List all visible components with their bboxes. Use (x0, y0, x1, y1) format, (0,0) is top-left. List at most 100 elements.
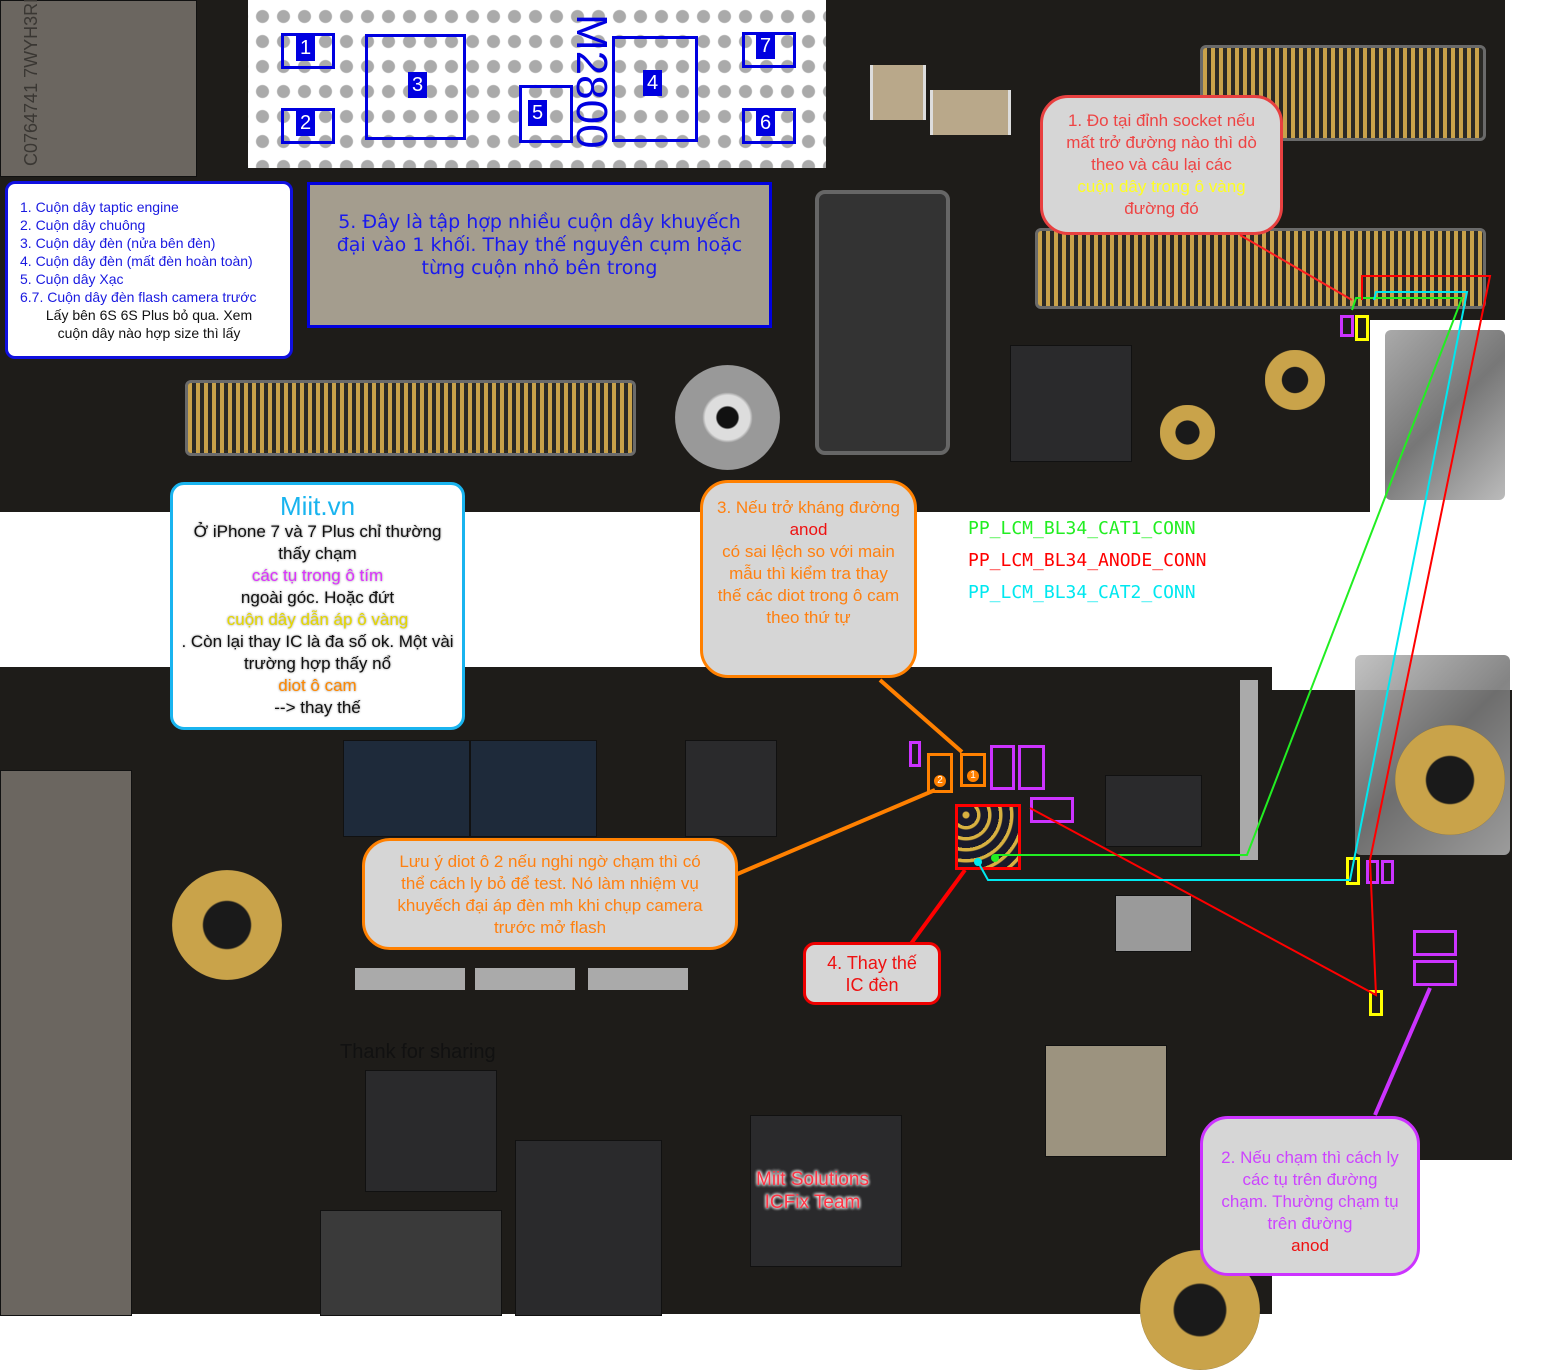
watermark-line: ICFix Team (764, 1192, 861, 1213)
chip (1115, 895, 1192, 952)
block5-note: 5. Đây là tập hợp nhiều cuộn dây khuyếch… (307, 182, 772, 328)
coil-number-3: 3 (408, 72, 428, 98)
coil-box-1 (281, 33, 335, 69)
miit-text: --> thay thế (274, 698, 361, 717)
coil-box-yellow (1355, 315, 1369, 341)
screw-standoff (675, 365, 780, 470)
callout-isolate-caps: 2. Nếu chạm thì cách ly các tụ trên đườn… (1200, 1116, 1420, 1276)
coil-box-6 (742, 108, 796, 144)
capacitor-box-purple (1413, 930, 1457, 956)
callout-replace-ic: 4. Thay thế IC đèn (803, 942, 941, 1005)
coil-box-2 (281, 108, 335, 144)
battery-connector (815, 190, 950, 455)
shield-strip (588, 968, 688, 990)
metal-bracket-top (1385, 330, 1505, 500)
probe-point (991, 854, 999, 862)
diode-box-1 (960, 753, 986, 787)
chip (1010, 345, 1132, 462)
shield-strip (355, 968, 465, 990)
miit-text-purple: các tụ trong ô tím (251, 566, 384, 585)
trace-anode (1029, 275, 1492, 997)
capacitor-box-purple (1340, 315, 1354, 337)
chip (320, 1210, 502, 1316)
callout-text: đường đó (1124, 199, 1199, 218)
coil-number-7: 7 (756, 33, 776, 59)
capacitor-box-purple (1366, 860, 1379, 884)
capacitor-box-purple (1413, 960, 1457, 986)
watermark-line: Miit Solutions (756, 1169, 869, 1190)
legend-item: 5. Cuộn dây Xạc (20, 271, 124, 287)
coil-box-5 (519, 85, 573, 143)
inductor (870, 65, 926, 120)
legend-item: 6.7. Cuộn dây đèn flash camera trước (20, 289, 257, 305)
coil-box-3 (365, 34, 466, 140)
capacitor-box-purple (909, 741, 921, 767)
chip-left-edge: C0764741 7WYH3RP (0, 0, 197, 177)
callout-text-anod: anod (1291, 1236, 1329, 1255)
coil-number-5: 5 (528, 100, 548, 126)
faint-thanks-text: Thank for sharing (340, 1041, 496, 1063)
led-driver-ic (955, 804, 1021, 870)
callout-text: 2. Nếu chạm thì cách ly các tụ trên đườn… (1221, 1148, 1399, 1233)
coax-connector (1160, 405, 1215, 460)
shield-strip (1240, 680, 1258, 860)
chip (0, 770, 132, 1316)
legend-item: 1. Cuộn dây taptic engine (20, 199, 179, 215)
diode-label-2: 2 (934, 775, 946, 787)
chip (685, 740, 777, 837)
chip (515, 1140, 662, 1316)
miit-note: Miit.vn Ở iPhone 7 và 7 Plus chỉ thường … (170, 482, 465, 730)
pointer-callout3 (878, 678, 964, 754)
chip (750, 1115, 902, 1267)
legend-item: 3. Cuộn dây đèn (nửa bên đèn) (20, 235, 216, 251)
board-connector (1035, 228, 1486, 309)
coil-box-yellow (1346, 857, 1360, 885)
miit-title: Miit.vn (279, 491, 356, 521)
legend-note: Lấy bên 6S 6S Plus bỏ qua. Xem (45, 307, 253, 323)
diode-box-2 (927, 753, 953, 793)
pointer-ic (908, 868, 967, 947)
capacitor-box-purple (1018, 745, 1045, 790)
chip (365, 1070, 497, 1192)
pointer-callout2 (1373, 987, 1432, 1116)
net-label-anode: PP_LCM_BL34_ANODE_CONN (968, 550, 1207, 571)
miit-text-orange: diot ô cam (278, 676, 357, 695)
chip (1045, 1045, 1167, 1157)
miit-text: Ở iPhone 7 và 7 Plus chỉ thường thấy chạ… (193, 522, 442, 563)
trace-cat1 (995, 297, 1464, 856)
legend-item: 2. Cuộn dây chuông (20, 217, 146, 233)
trace-cat2 (977, 291, 1469, 881)
coil-number-2: 2 (296, 110, 316, 136)
board-connector (185, 380, 636, 456)
capacitor-box-purple (1381, 860, 1394, 884)
probe-point (974, 858, 982, 866)
pointer-diode (734, 788, 936, 877)
shield-strip (475, 968, 575, 990)
coil-number-1: 1 (296, 35, 316, 61)
net-label-cat2: PP_LCM_BL34_CAT2_CONN (968, 582, 1196, 603)
inductor (930, 90, 1011, 135)
coax-connector (1265, 350, 1325, 410)
callout-anode-diodes: 3. Nếu trở kháng đường anod có sai lệch … (700, 480, 917, 678)
chip (343, 740, 470, 837)
miit-text-yellow: cuộn dây dẫn áp ô vàng (226, 610, 409, 629)
capacitor-box-purple (990, 745, 1015, 790)
coil-number-6: 6 (756, 110, 776, 136)
trace-overlay (734, 234, 1492, 1116)
gold-mount-hole (1395, 725, 1505, 835)
callout-diode-2: Lưu ý diot ô 2 nếu nghi ngờ chạm thì có … (362, 838, 738, 950)
chip (1105, 775, 1202, 847)
callout-text-anod: anod (789, 520, 828, 539)
pointer-callout1 (1239, 234, 1353, 301)
chip (470, 740, 597, 837)
diode-label-1: 1 (967, 770, 979, 782)
miit-text: . Còn lại thay IC là đa số ok. Một vài t… (181, 632, 454, 673)
callout-text: có sai lệch so với main mẫu thì kiểm tra… (717, 542, 900, 627)
callout-text-yellow: cuộn dây trong ô vàng (1077, 177, 1246, 196)
gold-mount-hole (172, 870, 282, 980)
callout-text: 3. Nếu trở kháng đường (717, 498, 900, 517)
coil-box-4 (612, 36, 698, 142)
coil-number-4: 4 (643, 70, 663, 96)
net-label-cat1: PP_LCM_BL34_CAT1_CONN (968, 518, 1196, 539)
coil-legend: 1. Cuộn dây taptic engine 2. Cuộn dây ch… (5, 181, 293, 359)
